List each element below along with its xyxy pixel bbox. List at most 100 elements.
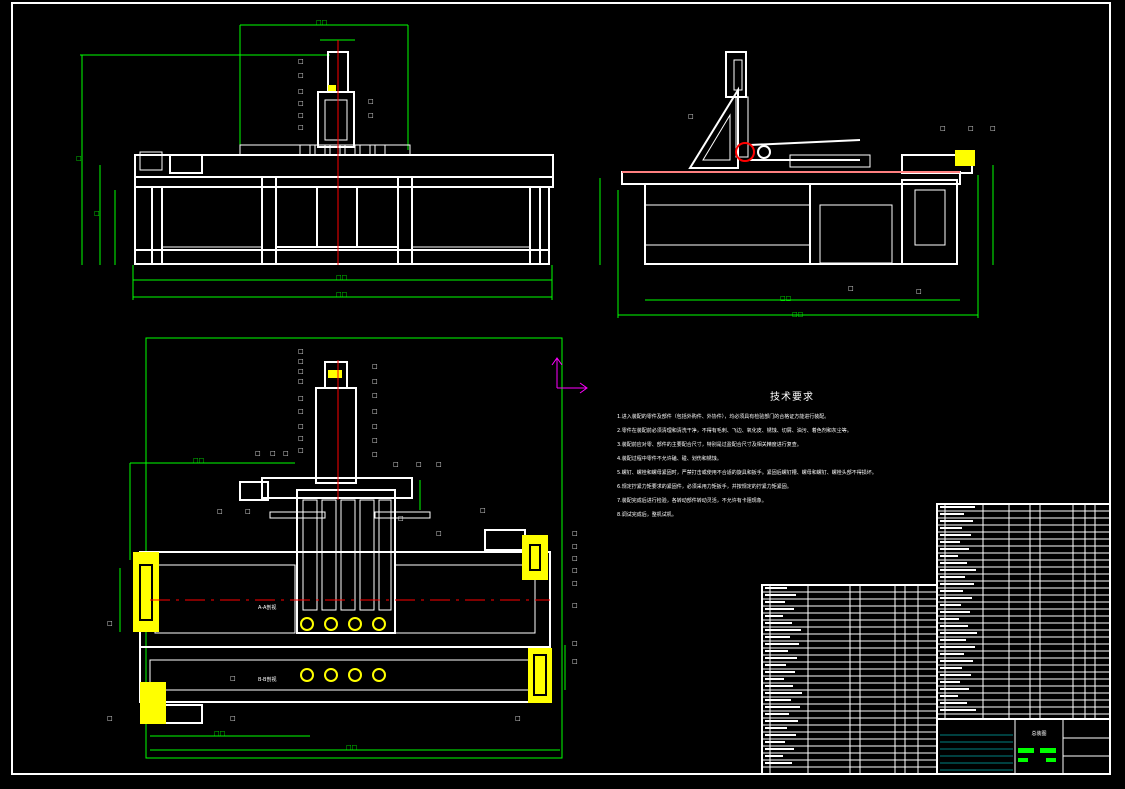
parts-list-entry	[765, 664, 786, 666]
tech-requirements-title: 技术要求	[770, 392, 814, 403]
svg-text:□: □	[298, 124, 304, 131]
svg-text:□□: □□	[193, 457, 204, 464]
svg-text:□: □	[416, 461, 422, 468]
svg-text:□: □	[298, 368, 304, 375]
parts-list-entry	[940, 688, 969, 690]
parts-list-entry	[765, 657, 797, 659]
svg-text:□: □	[572, 580, 578, 587]
svg-text:□: □	[848, 285, 854, 292]
svg-text:□: □	[572, 530, 578, 537]
svg-text:□: □	[298, 435, 304, 442]
parts-list-entry	[940, 646, 975, 648]
svg-text:□: □	[245, 508, 251, 515]
parts-list-entry	[765, 699, 791, 701]
svg-text:□: □	[480, 507, 486, 514]
svg-text:□: □	[298, 423, 304, 430]
svg-text:□□: □□	[316, 19, 327, 26]
parts-list-entry	[765, 692, 802, 694]
svg-text:□: □	[76, 155, 82, 162]
parts-list-entry	[765, 643, 799, 645]
svg-text:□: □	[270, 450, 276, 457]
svg-text:□: □	[436, 530, 442, 537]
svg-text:□: □	[572, 567, 578, 574]
svg-text:□: □	[572, 602, 578, 609]
svg-text:□: □	[298, 100, 304, 107]
parts-list-entry	[765, 594, 796, 596]
parts-list-entry	[765, 720, 798, 722]
tech-requirement-item: 5.螺钉、螺栓和螺母紧固时，严禁打击或使用不合适的旋具和扳手。紧固后螺钉槽、螺母…	[617, 470, 877, 476]
tech-requirement-item: 3.装配前应对零、部件的主要配合尺寸，特别是过盈配合尺寸及相关精度进行复查。	[617, 442, 802, 448]
parts-list-entry	[940, 618, 959, 620]
parts-list-entry	[940, 604, 961, 606]
title-block	[936, 718, 1111, 775]
part-labels: □□□ □□□ □□ □□□□ □□ □□□□ □□□□□ □□□□ □□□ □…	[107, 58, 996, 722]
svg-text:□: □	[217, 508, 223, 515]
svg-text:□: □	[393, 461, 399, 468]
parts-list-entry	[765, 748, 794, 750]
parts-list-entry	[765, 713, 789, 715]
parts-list-left	[761, 584, 938, 775]
svg-text:□: □	[298, 408, 304, 415]
svg-text:□: □	[968, 125, 974, 132]
parts-list-entry	[940, 653, 964, 655]
parts-list-entry	[940, 583, 974, 585]
svg-text:□: □	[298, 378, 304, 385]
parts-list-entry	[940, 541, 960, 543]
svg-text:□: □	[298, 112, 304, 119]
svg-text:□: □	[298, 358, 304, 365]
svg-text:□: □	[107, 620, 113, 627]
svg-text:□: □	[255, 450, 261, 457]
svg-text:□: □	[572, 543, 578, 550]
drawing-frame	[11, 2, 1111, 775]
svg-text:□: □	[916, 288, 922, 295]
parts-list-entry	[765, 727, 787, 729]
parts-list-entry	[940, 548, 969, 550]
tech-requirement-item: 4.装配过程中零件不允许磕、碰、划伤和锈蚀。	[617, 456, 722, 462]
top-view: □□ □□ □□	[119, 337, 566, 759]
svg-text:□: □	[436, 461, 442, 468]
svg-text:□: □	[94, 210, 100, 217]
svg-text:□: □	[298, 58, 304, 65]
side-view: □□ □□	[599, 51, 994, 318]
parts-list-entry	[940, 555, 958, 557]
parts-list-entry	[940, 590, 963, 592]
parts-list-entry	[765, 601, 785, 603]
ucs-icon	[551, 357, 588, 394]
svg-text:□: □	[372, 437, 378, 444]
section-label: A-A剖视	[258, 605, 277, 611]
drawing-name: 总装图	[1031, 731, 1047, 737]
tech-requirement-item: 8.调试完成后，整机试机。	[617, 512, 677, 518]
parts-list-entry	[765, 629, 801, 631]
svg-text:□: □	[372, 392, 378, 399]
section-label: B-B剖视	[258, 677, 277, 683]
parts-list-entry	[765, 755, 783, 757]
parts-list-entry	[940, 625, 968, 627]
svg-text:□: □	[283, 450, 289, 457]
tech-requirement-item: 2.零件在装配前必须清理和清洗干净，不得有毛刺、飞边、氧化皮、锈蚀、切屑、油污、…	[617, 428, 852, 434]
svg-text:□: □	[298, 88, 304, 95]
svg-text:□: □	[107, 715, 113, 722]
svg-text:□: □	[940, 125, 946, 132]
parts-list-entry	[940, 513, 964, 515]
parts-list-entry	[940, 709, 976, 711]
parts-list-entry	[765, 587, 787, 589]
svg-text:□□: □□	[780, 295, 791, 302]
tech-requirement-item: 7.装配完成后进行检验，各转动部件转动灵活，不允许有卡阻现象。	[617, 498, 767, 504]
svg-text:□: □	[372, 408, 378, 415]
tech-requirement-item: 1.进入装配的零件及部件（包括外购件、外协件），均必须具有检验部门的合格证方能进…	[617, 414, 830, 420]
svg-text:□: □	[372, 378, 378, 385]
parts-list-entry	[940, 527, 962, 529]
parts-list-right	[936, 503, 1111, 720]
parts-list-entry	[940, 674, 971, 676]
parts-list-entry	[940, 702, 967, 704]
svg-text:□□: □□	[336, 291, 347, 298]
svg-text:□: □	[298, 395, 304, 402]
parts-list-entry	[765, 622, 792, 624]
parts-list-entry	[940, 660, 973, 662]
parts-list-entry	[940, 695, 958, 697]
parts-list-entry	[765, 615, 783, 617]
parts-list-entry	[940, 520, 973, 522]
parts-list-entry	[940, 632, 977, 634]
parts-list-entry	[940, 576, 965, 578]
